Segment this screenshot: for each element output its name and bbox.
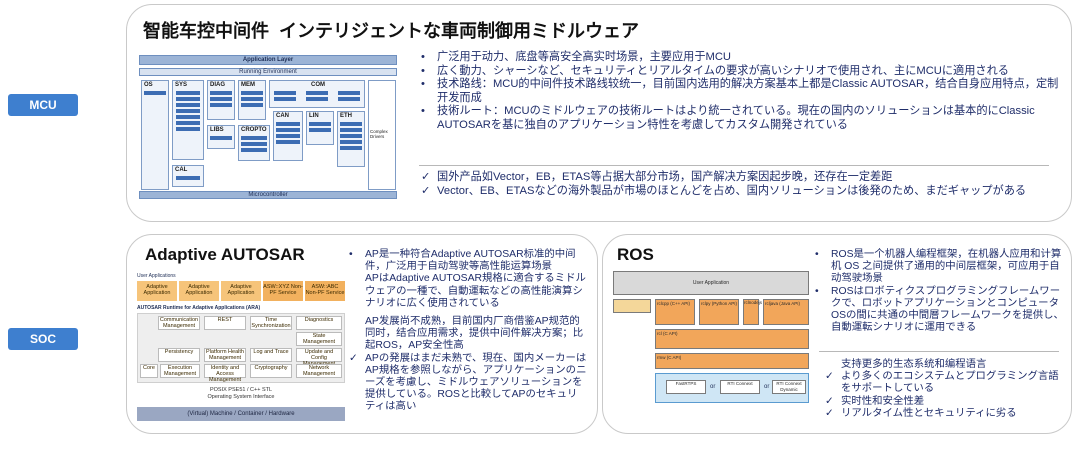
- svc-comm: Communication Management: [158, 316, 200, 330]
- ros-checks: 支持更多的生态系统和编程语言 ✓より多くのエコシステムとプログラミング言語をサポ…: [825, 359, 1065, 420]
- svc-time: Time Synchronization: [250, 316, 292, 330]
- bullet-item: APはAdaptive AUTOSAR規格に適合するミドルウェアの一種で、自動運…: [365, 273, 586, 309]
- check-item: ✓国外产品如Vector，EB，ETAS等占据大部分市场，国产解决方案因起步晚，…: [421, 171, 893, 183]
- svc-phm: Platform Health Management: [204, 348, 246, 362]
- mem-module: MEM: [238, 80, 266, 120]
- rclcpp-box: rclcpp (C++ API): [655, 299, 695, 325]
- svc-update: Update and Config Management: [296, 348, 342, 367]
- svc-iam: Identity and Access Management: [204, 364, 246, 383]
- ros-side-box: [613, 299, 651, 313]
- adaptive-autosar-panel: Adaptive AUTOSAR User Applications Adapt…: [126, 234, 598, 434]
- adaptive-bullets: •AP是一种符合Adaptive AUTOSAR标准的中间件，广泛用于自动驾驶等…: [349, 249, 587, 414]
- adaptive-panel-title: Adaptive AUTOSAR: [145, 245, 305, 264]
- bullet-item: •AP是一种符合Adaptive AUTOSAR标准的中间件，广泛用于自动驾驶等…: [349, 249, 576, 273]
- divider: [419, 165, 1049, 166]
- can-module: CAN: [273, 111, 303, 161]
- classic-autosar-diagram: Application Layer Running Environment OS…: [139, 53, 397, 199]
- ara-area: Communication Management REST Time Synch…: [137, 313, 345, 383]
- bullet-item: •技术路线：MCU的中间件技术路线较统一，目前国内选用的解决方案基本上都是Cla…: [421, 78, 1059, 104]
- svc-rest: REST: [204, 316, 246, 330]
- rmw-impl-area: FastRTPS or RTI Connext or RTI Connext D…: [655, 373, 809, 403]
- non-pf-service-2: ASW::ABC Non-PF Service: [305, 281, 345, 301]
- check-item: ✓ Vector、EB、ETASなどの海外製品が市場のほとんどを占め、国内ソリュ…: [421, 184, 1027, 197]
- mcu-panel-title: 智能车控中间件 インテリジェントな車両制御用ミドルウェア: [143, 21, 639, 41]
- divider: [819, 351, 1059, 352]
- svc-crypto: Cryptography: [250, 364, 292, 378]
- adaptive-autosar-diagram: User Applications Adaptive Application A…: [137, 273, 345, 423]
- complex-drivers-box: Complex Drivers: [368, 80, 396, 190]
- mcu-bullets: •广泛用于动力、底盘等高安全高实时场景，主要应用于MCU •広く動力、シャーシな…: [421, 51, 1061, 133]
- check-item: ✓实时性和安全性差: [825, 395, 925, 407]
- rclpy-box: rclpy (Python API): [699, 299, 739, 325]
- check-item: ✓リアルタイム性とセキュリティに劣る: [825, 407, 1017, 419]
- mcu-label: MCU: [8, 94, 78, 116]
- ros-architecture-diagram: User Application rclcpp (C++ API) rclpy …: [605, 271, 813, 425]
- rcljava-box: rcljava (Java API): [763, 299, 809, 325]
- adaptive-app-1: Adaptive Application: [137, 281, 177, 301]
- mcu-checks: ✓国外产品如Vector，EB，ETAS等占据大部分市场，国产解决方案因起步晚，…: [421, 171, 1061, 198]
- sys-module: SYS: [172, 80, 204, 160]
- rti-connext-box: RTI Connext: [720, 380, 760, 394]
- ros-bullets: •ROS是一个机器人编程框架，在机器人应用和计算机 OS 之间提供了通用的中间层…: [815, 249, 1065, 334]
- diag-module: DIAG: [207, 80, 235, 120]
- soc-label: SOC: [8, 328, 78, 350]
- non-pf-service-1: ASW::XYZ Non-PF Service: [263, 281, 303, 301]
- application-layer-bar: Application Layer: [139, 55, 397, 65]
- mcu-panel: 智能车控中间件 インテリジェントな車両制御用ミドルウェア Application…: [126, 4, 1072, 222]
- check-item: 支持更多的生态系统和编程语言: [841, 359, 987, 370]
- adaptive-app-2: Adaptive Application: [179, 281, 219, 301]
- ros-panel-title: ROS: [617, 245, 654, 264]
- bullet-item: AP发展尚不成熟，目前国内厂商借鉴AP规范的同时，结合应用需求，提供中间件解决方…: [365, 316, 584, 352]
- adaptive-app-3: Adaptive Application: [221, 281, 261, 301]
- ros-panel: ROS User Application rclcpp (C++ API) rc…: [602, 234, 1072, 434]
- bullet-item: •ROS是一个机器人编程框架，在机器人应用和计算机 OS 之间提供了通用的中间层…: [815, 249, 1062, 285]
- rmw-box: rmw (C API): [655, 353, 809, 369]
- check-item: ✓APの発展はまだ未熟で、現在、国内メーカーはAP規格を参照しながら、アプリケー…: [349, 352, 587, 413]
- posix-label: POSIX PSE51 / C++ STL: [209, 387, 273, 393]
- user-application-box: User Application: [613, 271, 809, 295]
- libs-module: LIBS: [207, 125, 235, 149]
- rclnodejs-box: rclnodejs: [743, 299, 762, 325]
- os-module: OS: [141, 80, 169, 190]
- eth-module: ETH: [337, 111, 365, 167]
- svc-core: Core: [140, 364, 158, 378]
- rti-connext-dynamic-box: RTI Connext Dynamic: [772, 380, 806, 394]
- svc-exec: Execution Management: [160, 364, 200, 378]
- bullet-item: •广泛用于动力、底盘等高安全高实时场景，主要应用于MCU: [421, 51, 731, 63]
- svc-log: Log and Trace: [250, 348, 292, 362]
- cropto-module: CROPTO: [238, 125, 270, 161]
- svc-persist: Persistency: [158, 348, 200, 362]
- bullet-item: •技術ルート：MCUのミドルウェアの技術ルートはより統一されている。現在の国内の…: [421, 105, 1035, 131]
- bullet-item: •広く動力、シャーシなど、セキュリティとリアルタイムの要求が高いシナリオで使用さ…: [421, 64, 1009, 77]
- cal-module: CAL: [172, 165, 204, 187]
- os-interface-label: Operating System Interface: [207, 394, 275, 400]
- bullet-item: •ROSはロボティクスプログラミングフレームワークで、ロボットアプリケーションと…: [815, 285, 1064, 334]
- com-module: COM: [269, 80, 365, 108]
- svc-nm: Network Management: [296, 364, 342, 378]
- fastrtps-box: FastRTPS: [666, 380, 706, 394]
- lin-module: LIN: [306, 111, 334, 145]
- rcl-box: rcl (C API): [655, 329, 809, 349]
- svc-state: State Management: [296, 332, 342, 346]
- svc-diag: Diagnostics: [296, 316, 342, 330]
- vm-container-bar: (Virtual) Machine / Container / Hardware: [137, 407, 345, 421]
- check-item: ✓より多くのエコシステムとプログラミング言語をサポートしている: [825, 371, 1059, 395]
- microcontroller-bar: Microcontroller: [139, 191, 397, 199]
- running-environment-bar: Running Environment: [139, 68, 397, 76]
